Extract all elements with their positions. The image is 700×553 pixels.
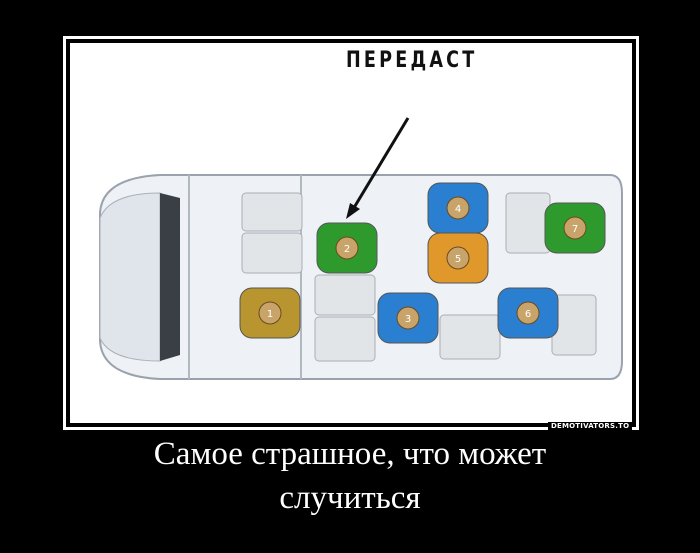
windshield [160, 193, 180, 361]
seat-number: 6 [525, 309, 531, 320]
passenger-head [516, 301, 540, 325]
seat-number: 2 [344, 244, 350, 255]
arrow-label: ПЕРЕДАСТ [346, 48, 478, 73]
seat-number: 7 [572, 224, 578, 235]
passenger-head [396, 306, 420, 330]
passenger-head [446, 246, 470, 270]
passenger-seat-1: 1 [239, 287, 301, 339]
passenger-head [563, 216, 587, 240]
passenger-head [258, 301, 282, 325]
cabin-divider [188, 175, 190, 379]
caption-line-2: случиться [279, 480, 421, 516]
watermark: DEMOTIVATORS.TO [548, 422, 633, 430]
seat-number: 1 [267, 309, 273, 320]
passenger-head [446, 196, 470, 220]
seat-number: 3 [405, 314, 411, 325]
passenger-seat-4: 4 [427, 182, 489, 234]
passenger-seat-6: 6 [497, 287, 559, 339]
passenger-seat-2: 2 [316, 222, 378, 274]
passenger-head [335, 236, 359, 260]
arrow [350, 117, 410, 212]
arrow-head [346, 203, 360, 219]
van-hood [99, 192, 161, 362]
passenger-seat-7: 7 [544, 202, 606, 254]
van-seating-picture: 1 2 3 4 5 6 7 [70, 43, 632, 423]
seat-number: 4 [455, 204, 461, 215]
passenger-seat-5: 5 [427, 232, 489, 284]
seat-number: 5 [455, 254, 461, 265]
van-diagram: 1 2 3 4 5 6 7 [99, 117, 623, 380]
cabin-divider [300, 175, 302, 379]
passenger-seats: 1 2 3 4 5 6 7 [239, 182, 606, 344]
caption-line-1: Самое страшное, что может [153, 436, 547, 472]
demotivator-frame: 1 2 3 4 5 6 7 [63, 36, 639, 430]
passenger-seat-3: 3 [377, 292, 439, 344]
